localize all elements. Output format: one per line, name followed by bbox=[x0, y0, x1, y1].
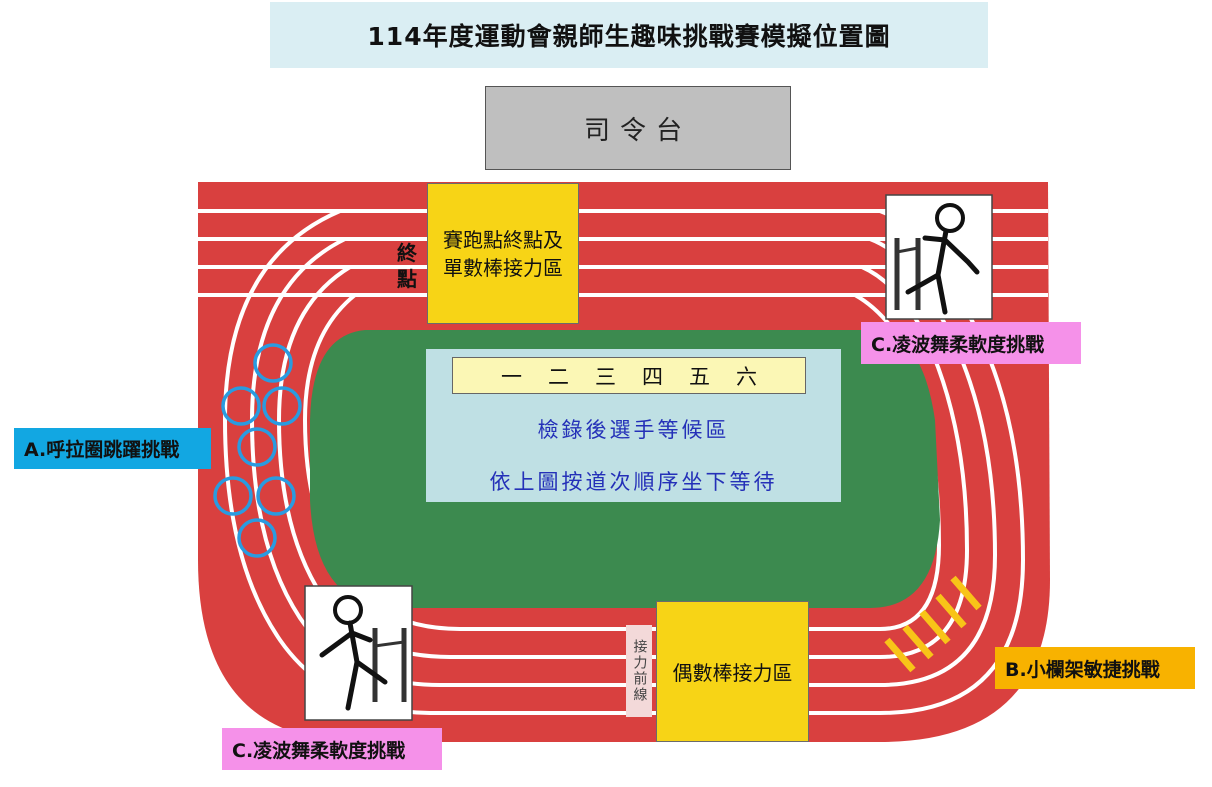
lane-label: 五 bbox=[689, 364, 710, 389]
limbo-stick-figure-icon bbox=[304, 585, 413, 721]
even-relay-zone: 偶數棒接力區 bbox=[656, 601, 809, 742]
lane-label: 三 bbox=[595, 364, 616, 389]
finish-relay-zone: 賽跑點終點及單數棒接力區 bbox=[427, 183, 579, 324]
limbo-stick-figure-icon bbox=[885, 194, 993, 320]
podium: 司令台 bbox=[485, 86, 791, 170]
waiting-area-line1: 檢錄後選手等候區 bbox=[537, 418, 730, 442]
finish-line-label: 終點 bbox=[397, 241, 417, 291]
lane-label: 四 bbox=[642, 364, 663, 389]
lane-order-strip: 一 二 三 四 五 六 bbox=[452, 357, 806, 394]
station-c-bottom-label: C.凌波舞柔軟度挑戰 bbox=[222, 728, 442, 770]
lane-label: 六 bbox=[736, 364, 757, 389]
station-a-label: A.呼拉圈跳躍挑戰 bbox=[14, 428, 211, 469]
hurdle-icon bbox=[884, 575, 982, 673]
lane-label: 二 bbox=[548, 364, 569, 389]
relay-pre-line-label: 接力前線 bbox=[626, 625, 652, 717]
hula-hoop-icon bbox=[213, 343, 302, 558]
diagram-title: 114年度運動會親師生趣味挑戰賽模擬位置圖 bbox=[270, 2, 988, 68]
station-b-label: B.小欄架敏捷挑戰 bbox=[995, 647, 1195, 689]
waiting-area-line2: 依上圖按道次順序坐下等待 bbox=[489, 470, 778, 494]
lane-label: 一 bbox=[501, 364, 522, 389]
station-c-top-label: C.凌波舞柔軟度挑戰 bbox=[861, 322, 1081, 364]
